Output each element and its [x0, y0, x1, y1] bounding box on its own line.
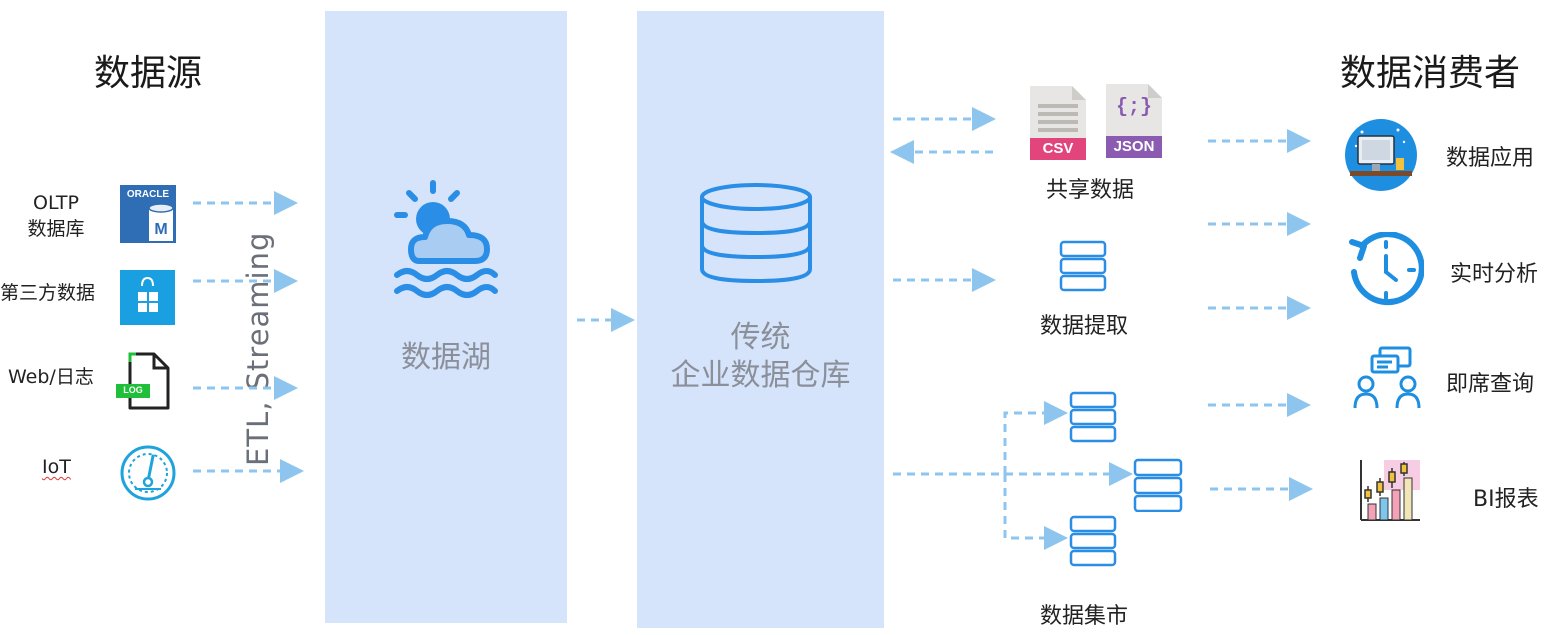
source-oltp-line2: 数据库 [27, 218, 85, 240]
csv-file-icon: CSV [1028, 86, 1088, 160]
consumer-realtime-label: 实时分析 [1450, 262, 1539, 287]
oracle-m-text: M [154, 221, 168, 238]
people-chat-icon [1353, 346, 1421, 409]
marts-label: 数据集市 [1040, 604, 1129, 629]
csv-badge: CSV [1042, 140, 1074, 157]
json-file-icon: {;} JSON [1104, 84, 1164, 158]
extraction-label: 数据提取 [1040, 314, 1129, 339]
consumer-app-label: 数据应用 [1446, 146, 1535, 171]
windows-store-icon [120, 270, 175, 325]
warehouse-panel: 传统 企业数据仓库 [637, 11, 884, 628]
extraction-stack-icon [1059, 240, 1107, 292]
log-badge-text: LOG [123, 385, 143, 395]
desktop-app-icon [1345, 119, 1417, 191]
oracle-db-icon: ORACLE M [120, 185, 176, 243]
source-web-label: Web/日志 [8, 366, 94, 388]
source-oltp-line1: OLTP [33, 192, 79, 214]
clock-icon [1349, 232, 1424, 306]
mart-stack-icon-top [1069, 391, 1117, 443]
source-iot-label: IoT [42, 456, 71, 478]
mart-stack-icon-middle [1133, 458, 1183, 512]
consumer-adhoc-label: 即席查询 [1446, 372, 1535, 397]
json-badge: JSON [1113, 138, 1155, 155]
source-thirdparty-label: 第三方数据 [0, 282, 96, 304]
mart-stack-icon-bottom [1069, 515, 1117, 567]
warehouse-title-line2: 企业数据仓库 [670, 358, 851, 393]
source-oltp-label: OLTP 数据库 [14, 190, 98, 242]
arrow-branch-top-mart [1003, 401, 1068, 474]
gauge-icon [120, 445, 176, 501]
cloud-sun-water-icon [394, 180, 498, 298]
consumers-heading: 数据消费者 [1340, 53, 1521, 94]
candlestick-chart-icon [1360, 460, 1420, 521]
data-lake-panel: 数据湖 [325, 11, 567, 623]
oracle-badge-text: ORACLE [126, 189, 170, 200]
sources-heading: 数据源 [94, 53, 203, 94]
log-file-icon: LOG [114, 352, 172, 410]
consumer-bi-label: BI报表 [1473, 487, 1539, 512]
json-glyph: {;} [1115, 96, 1152, 119]
warehouse-title-line1: 传统 [730, 320, 791, 355]
shared-data-label: 共享数据 [1046, 178, 1135, 203]
database-icon [700, 183, 812, 284]
data-lake-title: 数据湖 [401, 340, 491, 375]
arrow-branch-bottom-mart [1003, 474, 1068, 550]
